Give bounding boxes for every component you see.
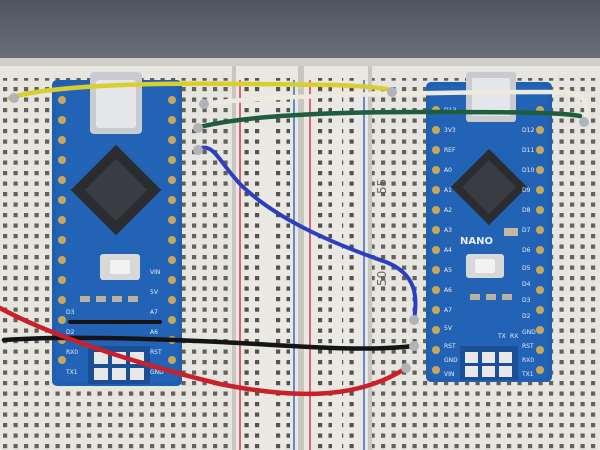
right-label-rx0: RX0 [522, 357, 534, 364]
red-wire [0, 305, 409, 397]
right-label-ref: REF [444, 147, 456, 154]
right-label-a0: A0 [444, 167, 452, 174]
right-label-rst-2: RST [522, 343, 534, 350]
left-label-gnd: GND [150, 369, 164, 376]
jumper-wires [0, 81, 589, 397]
right-label-a3: A3 [444, 227, 452, 234]
left-label-a6: A6 [150, 329, 158, 336]
left-label-rx0: RX0 [66, 349, 78, 356]
row-number-55: 55 [375, 179, 389, 194]
left-label-vin: VIN [150, 269, 160, 276]
right-label-d11: D11 [522, 147, 534, 154]
right-label-rx: RX [510, 333, 518, 340]
right-label-a7: A7 [444, 307, 452, 314]
right-label-a6: A6 [444, 287, 452, 294]
left-label-a7: A7 [150, 309, 158, 316]
right-label-d8: D8 [522, 207, 531, 214]
right-label-d3: D3 [522, 297, 531, 304]
left-label-tx1: TX1 [65, 369, 78, 376]
right-board-brand: NANO [460, 236, 493, 247]
right-label-d10: D10 [522, 167, 534, 174]
white-wire [199, 89, 589, 123]
right-label-tx: TX [497, 333, 506, 340]
row-number-50: 50 [375, 271, 389, 286]
green-wire [193, 109, 583, 131]
right-arduino-nano: NANO D13 3V3 REF A0 A1 A2 A3 A4 A5 A6 A7… [426, 72, 552, 382]
right-label-gnd-2: GND [522, 329, 536, 336]
right-label-d7: D7 [522, 227, 531, 234]
yellow-wire [7, 81, 395, 101]
left-label-5v: 5V [150, 289, 159, 296]
left-label-d3: D3 [66, 309, 75, 316]
right-label-d6: D6 [522, 247, 531, 254]
right-label-d2: D2 [522, 313, 531, 320]
right-label-3v3: 3V3 [444, 127, 456, 134]
blue-wire [194, 145, 418, 322]
left-arduino-nano: TX1 RX0 D2 D3 A6 A7 5V RST GND VIN [52, 72, 182, 386]
right-label-vin: VIN [444, 371, 454, 378]
right-label-d9: D9 [522, 187, 531, 194]
right-label-a5: A5 [444, 267, 452, 274]
right-label-tx1: TX1 [521, 371, 534, 378]
right-label-gnd: GND [444, 357, 458, 364]
right-label-d12: D12 [522, 127, 534, 134]
right-label-5v: 5V [444, 325, 453, 332]
right-label-d4: D4 [522, 281, 531, 288]
background-top [0, 0, 600, 62]
right-label-rst: RST [444, 343, 456, 350]
right-label-d5: D5 [522, 265, 531, 272]
right-label-a2: A2 [444, 207, 452, 214]
wire-ends [9, 87, 589, 373]
black-wire [1, 335, 417, 351]
right-label-a4: A4 [444, 247, 452, 254]
left-label-d2: D2 [66, 329, 75, 336]
left-label-rst: RST [150, 349, 162, 356]
right-label-a1: A1 [444, 187, 452, 194]
